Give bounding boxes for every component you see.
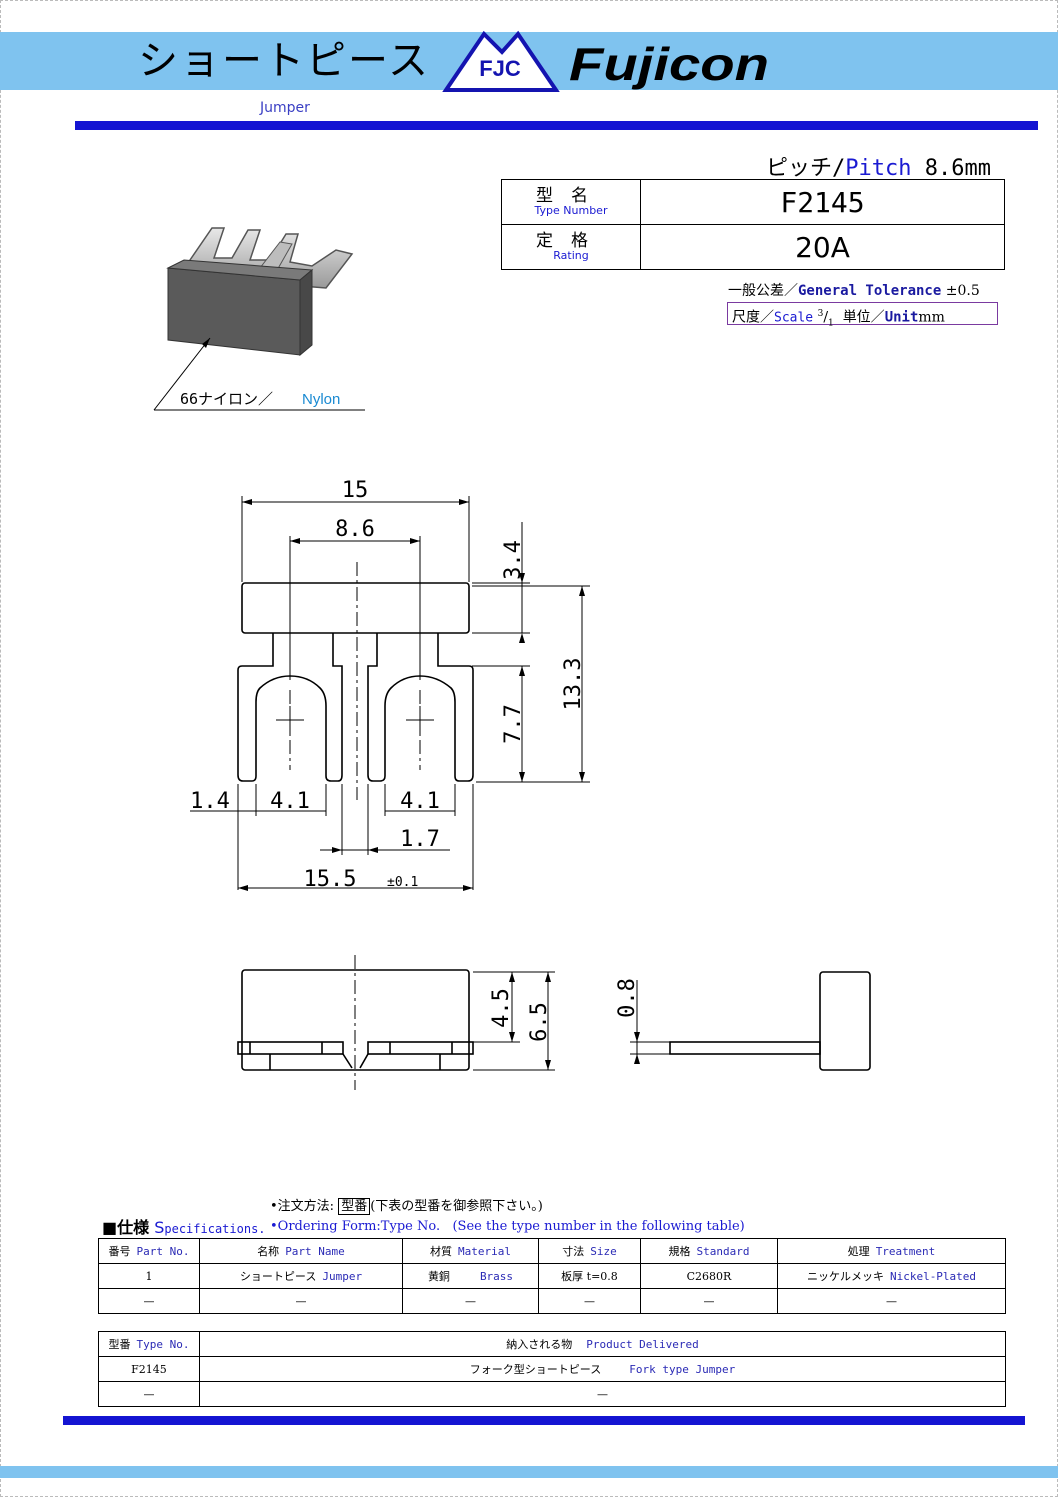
spec-cell: — [402,1288,539,1314]
ordering-suffix: (下表の型番を御参照下さい。) [370,1199,543,1214]
rating-label-en: Rating [553,249,589,262]
dim-body-height: 3.4 [501,540,526,580]
table-row: — — — — — — [98,1288,1006,1314]
spec-cell: 1 [98,1263,200,1289]
rating-value: 20A [640,224,1005,270]
product-photo: 66ナイロン／ Nylon [153,227,365,411]
fjc-logo-text: FJC [479,56,521,81]
scale-label-en: Scale [774,310,814,326]
unit-value: mm [918,309,945,326]
dim-fork-depth: 7.7 [501,704,526,744]
page-subtitle: Jumper [260,100,310,116]
dim-lead-span-tol: ±0.1 [387,875,418,890]
spec-cell: — [777,1288,1006,1314]
scale-label-jp: 尺度／ [732,309,774,326]
scale-unit-box: 尺度／Scale 3/1 単位／Unitmm [727,302,998,329]
specs-heading-jp: ■仕様 [102,1218,150,1237]
dim-side-inner-height: 4.5 [489,988,514,1028]
unit-label-en: Unit [884,309,919,326]
dim-side-total-height: 6.5 [527,1002,552,1042]
dim-leg-width: 1.4 [190,789,230,814]
dim-slot-width-left: 4.1 [270,789,310,814]
dim-pitch: 8.6 [335,517,375,542]
specs-heading-en-initial: S [154,1218,165,1237]
tolerance-label-en: General Tolerance [798,283,942,299]
pitch-line: ピッチ/Pitch 8.6mm [766,150,991,182]
rating-label-cell: 定格 Rating [501,224,641,270]
ordering-prefix: •注文方法: [270,1199,335,1214]
ordering-info: •注文方法: 型番(下表の型番を御参照下さい。) •Ordering Form:… [270,1197,745,1237]
ordering-line-en: •Ordering Form:Type No. (See the type nu… [270,1219,745,1234]
spec-cell: — [640,1288,778,1314]
spec-cell: — [199,1288,403,1314]
scale-num: 3 [817,309,824,319]
spec-cell: 板厚 t=0.8 [538,1263,641,1289]
pitch-label-jp: ピッチ/ [766,156,846,181]
pitch-label-en: Pitch [845,156,912,181]
delivery-cell: F2145 [98,1356,200,1382]
dim-plate-thickness: 0.8 [615,978,640,1018]
delivery-cell: — [199,1381,1006,1407]
header-rule [75,121,1038,130]
type-label-jp: 型名 [536,186,606,206]
tolerance-value: ±0.5 [945,283,980,299]
delivery-cell: — [98,1381,200,1407]
rating-label-jp: 定格 [536,231,606,251]
body-outline [241,582,470,634]
spec-cell: — [98,1288,200,1314]
nylon-label-en: Nylon [302,391,340,408]
brand-name: Fujicon [569,38,769,90]
specs-heading-en-rest: pecifications. [164,1222,266,1236]
unit-label-jp: 単位／ [842,309,885,326]
table-row: — — [98,1381,1006,1407]
dim-slot-width-right: 4.1 [400,789,440,814]
side-views-drawing: 4.5 6.5 0.8 [237,955,871,1090]
dim-center-gap: 1.7 [400,827,440,852]
dim-overall-width: 15 [342,478,369,503]
nylon-label-jp: 66ナイロン／ [180,390,273,408]
ordering-box: 型番 [338,1198,371,1215]
fujicon-logo: Fujicon [569,38,769,90]
spec-cell: — [538,1288,641,1314]
type-rating-table: 型名 Type Number F2145 定格 Rating 20A [501,179,1005,270]
general-tolerance: 一般公差／General Tolerance ±0.5 [728,280,980,300]
ordering-line-jp: •注文方法: 型番(下表の型番を御参照下さい。) [270,1197,745,1217]
footer-rule [63,1416,1025,1425]
pitch-value: 8.6mm [924,156,991,181]
type-number-value: F2145 [640,179,1005,225]
type-label-cell: 型名 Type Number [501,179,641,225]
dim-total-height: 13.3 [561,658,586,711]
tolerance-label-jp: 一般公差／ [728,283,798,299]
dim-lead-span: 15.5 [304,867,357,892]
front-view-drawing: 15 8.6 3.4 7.7 13.3 1.4 4.1 4.1 1.7 15.5… [190,478,590,892]
fjc-logo: FJC [442,30,560,92]
fork-outline [237,633,343,782]
page-title: ショートピース [138,38,430,84]
spec-cell: C2680R [640,1263,778,1289]
footer-band [0,1466,1058,1478]
specs-heading: ■仕様 Specifications. [102,1214,266,1238]
type-label-en: Type Number [534,204,608,217]
scale-den: 1 [828,318,834,329]
